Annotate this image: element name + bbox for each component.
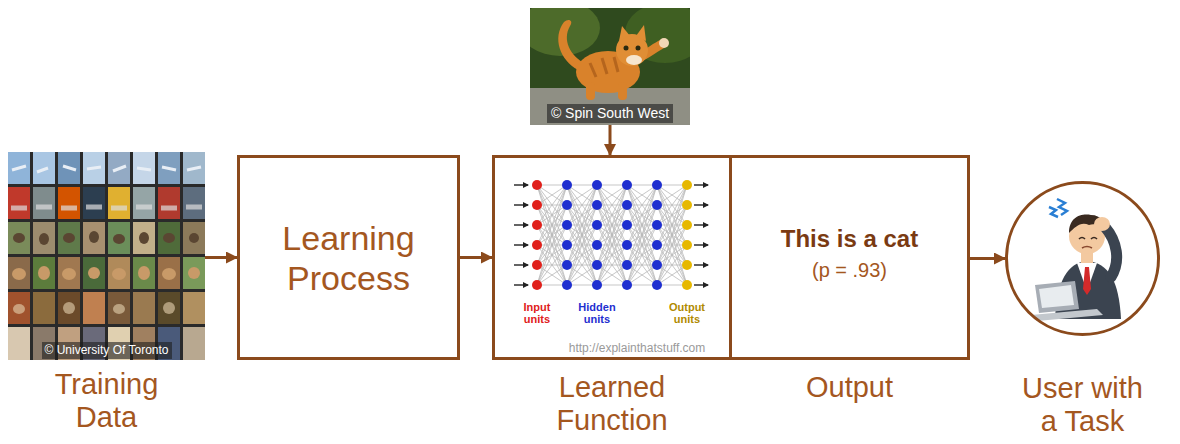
horse-row	[8, 292, 205, 324]
bird-row	[8, 222, 205, 254]
output-box: This is a cat(p = .93)Output	[729, 155, 970, 360]
photo-credit: © Spin South West	[547, 104, 673, 123]
watermark: http://explainthatstuff.com	[569, 341, 706, 356]
stage-caption-holder: User with a Task	[985, 372, 1180, 438]
stage-caption: User with a Task	[1013, 372, 1153, 438]
stage-caption-holder: Output	[729, 371, 970, 404]
user-illustration	[1005, 181, 1160, 336]
probability: (p = .93)	[812, 257, 887, 283]
flow-arrow	[460, 256, 492, 259]
layer-label-holder: Input units	[515, 301, 559, 327]
flow-arrow	[205, 256, 237, 259]
layer-label-holder: Hidden units	[570, 301, 624, 327]
function-box: Input units Hidden units Output units http:…	[492, 155, 732, 360]
stage-caption: Output	[806, 371, 893, 404]
layer-label: Hidden units	[570, 301, 624, 325]
output-text: This is a cat	[781, 224, 918, 254]
pavement	[530, 88, 690, 125]
stage-caption-holder: Learned Function	[492, 371, 732, 437]
grid-ground	[8, 152, 205, 360]
training-data-frame: © University Of TorontoTraining Data	[8, 152, 205, 360]
layer-label: Input units	[515, 301, 559, 325]
dog-row	[8, 327, 205, 360]
watermark-holder: http://explainthatstuff.com	[545, 338, 729, 356]
stage-caption-holder: Training Data	[8, 368, 205, 434]
photo-credit-holder: © Spin South West	[530, 104, 690, 123]
process-box: Learning Process	[237, 155, 460, 360]
stage-caption: Training Data	[32, 368, 182, 434]
probability-holder: (p = .93)	[732, 257, 967, 283]
user-circle: User with a Task	[1005, 181, 1160, 336]
car-row	[8, 187, 205, 219]
stress-marks	[1049, 199, 1067, 217]
image-credit-holder: © University Of Toronto	[8, 340, 205, 359]
flow-arrow	[609, 125, 612, 155]
image-credit: © University Of Toronto	[42, 342, 172, 359]
output-text-holder: This is a cat	[732, 224, 967, 254]
laptop	[1031, 281, 1103, 321]
airplane-row	[8, 152, 205, 184]
network-links	[537, 185, 687, 285]
cat-photo-frame: © Spin South West	[530, 8, 690, 125]
process-label-holder: Learning Process	[240, 158, 457, 357]
stage-caption: Learned Function	[517, 371, 707, 437]
cat-deer-row	[8, 257, 205, 289]
neural-network-illustration	[492, 155, 732, 360]
layer-label-holder: Output units	[661, 301, 713, 327]
layer-label: Output units	[661, 301, 713, 325]
network-units	[532, 180, 692, 290]
flow-arrow	[970, 257, 1005, 260]
training-image-grid	[8, 152, 205, 360]
network-arrows	[514, 185, 708, 285]
cat-figure	[558, 20, 669, 100]
process-label: Learning Process	[256, 218, 441, 298]
